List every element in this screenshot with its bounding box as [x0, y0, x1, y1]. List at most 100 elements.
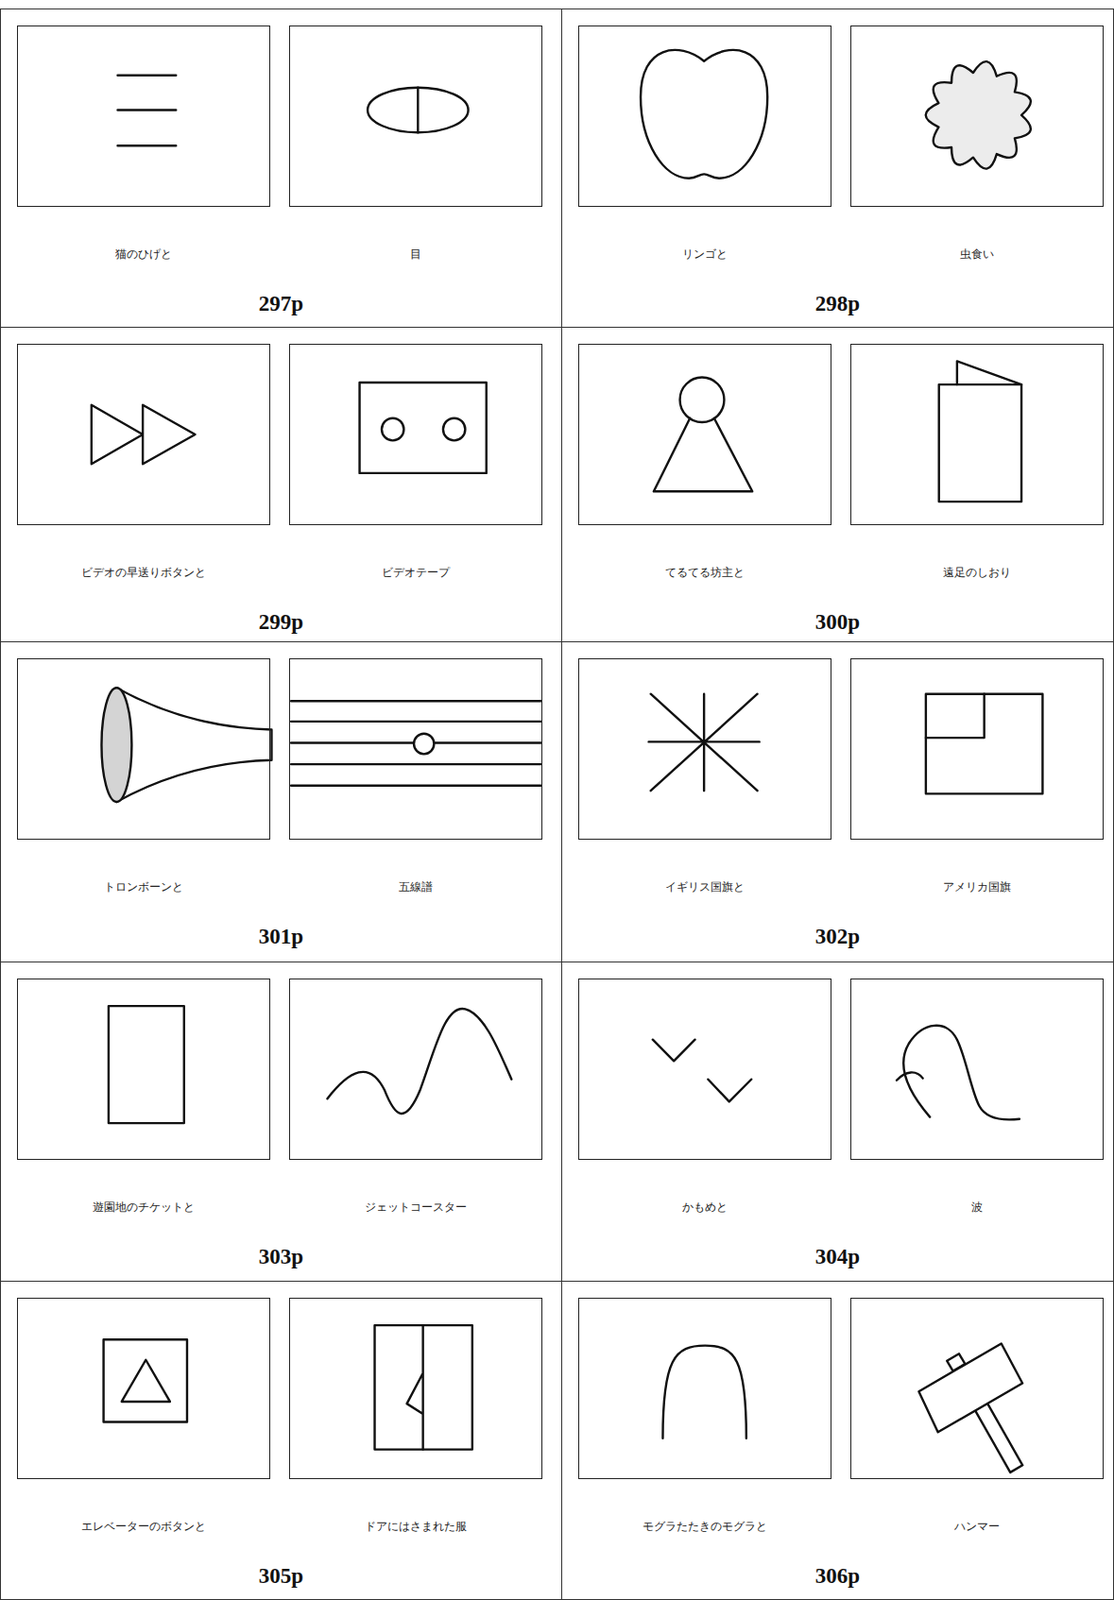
- videotape-picture: [359, 382, 487, 474]
- picture-stroke: [367, 87, 469, 133]
- picture-frame: 遊園地のチケットと: [17, 978, 271, 1161]
- page-number: 301p: [0, 924, 562, 951]
- page-number: 305p: [0, 1563, 562, 1591]
- wormhole-picture: [925, 61, 1031, 170]
- page-number: 302p: [562, 924, 1114, 951]
- picture-stroke: [652, 1040, 752, 1103]
- picture-stroke: [116, 687, 272, 803]
- page-cell: 304pかもめと波: [561, 961, 1114, 1283]
- picture-frame: 猫のひげと: [17, 25, 271, 207]
- picture-stroke: [103, 1339, 188, 1423]
- picture-frame: 遠足のしおり: [850, 343, 1104, 526]
- picture-caption: ドアにはさまれた服: [364, 1519, 467, 1535]
- picture-stroke: [957, 360, 1022, 385]
- picture-stroke: [653, 418, 753, 493]
- picture-stroke: [896, 1072, 924, 1080]
- page-cell: 298pリンゴと虫食い: [561, 8, 1114, 328]
- picture-frame: かもめと: [578, 978, 832, 1161]
- picture-stroke: [925, 694, 985, 738]
- picture-stroke: [416, 87, 419, 133]
- picture-caption: ビデオの早送りボタンと: [81, 565, 206, 581]
- door-picture: [375, 1325, 473, 1451]
- page-cell: 306pモグラたたきのモグラとハンマー: [561, 1281, 1114, 1600]
- roller-coaster-picture: [326, 1009, 512, 1114]
- picture-frame: ビデオの早送りボタンと: [17, 343, 271, 526]
- picture-stroke: [381, 418, 404, 442]
- picture-stroke: [108, 1006, 185, 1124]
- picture-caption: かもめと: [682, 1199, 728, 1216]
- picture-stroke: [413, 734, 434, 755]
- picture-caption: トロンボーンと: [103, 879, 184, 895]
- booklet-picture: [939, 360, 1022, 502]
- picture-frame: てるてる坊主と: [578, 343, 832, 526]
- page-number: 299p: [0, 609, 562, 636]
- picture-frame: ジェットコースター: [289, 978, 543, 1161]
- page-number: 297p: [0, 291, 562, 318]
- picture-stroke: [121, 1360, 171, 1403]
- picture-frame: ドアにはさまれた服: [289, 1298, 543, 1480]
- hammer-picture: [918, 1344, 1023, 1474]
- picture-frame: 虫食い: [850, 25, 1104, 207]
- page-cell: 305p エレベーターのボタンと ドアにはさまれた服: [0, 1281, 563, 1600]
- picture-frame: ハンマー: [850, 1298, 1104, 1480]
- picture-caption: ジェットコースター: [364, 1199, 467, 1216]
- wave-picture: [896, 1026, 1020, 1121]
- page-cell: 300pてるてる坊主と遠足のしおり: [561, 326, 1114, 643]
- picture-caption: 目: [410, 246, 422, 262]
- picture-stroke: [326, 1009, 512, 1114]
- picture-stroke: [939, 384, 1022, 502]
- picture-caption: 遊園地のチケットと: [92, 1199, 195, 1216]
- picture-caption: リンゴと: [682, 246, 728, 262]
- teru-teru-bozu-picture: [653, 377, 753, 493]
- picture-frame: トロンボーンと: [17, 658, 271, 840]
- picture-stroke: [91, 405, 196, 465]
- picture-stroke: [291, 701, 541, 786]
- picture-frame: 波: [850, 978, 1104, 1161]
- eye-picture: [367, 87, 469, 133]
- picture-caption: 虫食い: [959, 246, 995, 262]
- picture-stroke: [903, 1026, 1020, 1121]
- picture-stroke: [118, 75, 177, 146]
- union-flag-picture: [649, 694, 760, 791]
- picture-frame: リンゴと: [578, 25, 832, 207]
- picture-caption: ハンマー: [954, 1519, 1000, 1535]
- picture-caption: イギリス国旗と: [665, 879, 745, 895]
- page-number: 303p: [0, 1244, 562, 1271]
- staff-picture: [291, 701, 541, 786]
- picture-caption: 猫のひげと: [115, 246, 172, 262]
- picture-stroke: [918, 1344, 1023, 1434]
- picture-caption: 遠足のしおり: [942, 565, 1012, 581]
- page-cell: 303p遊園地のチケットとジェットコースター: [0, 961, 563, 1283]
- picture-caption: アメリカ国旗: [942, 879, 1012, 895]
- elevator-button-picture: [103, 1339, 188, 1423]
- picture-stroke: [359, 382, 487, 474]
- mole-picture: [662, 1346, 746, 1440]
- picture-frame: 五線譜: [289, 658, 543, 840]
- picture-stroke: [407, 1325, 424, 1451]
- picture-stroke: [649, 694, 760, 791]
- ticket-picture: [108, 1006, 185, 1124]
- picture-frame: アメリカ国旗: [850, 658, 1104, 840]
- picture-stroke: [925, 61, 1031, 170]
- picture-stroke: [375, 1325, 473, 1451]
- picture-frame: 目: [289, 25, 543, 207]
- picture-caption: ビデオテープ: [381, 565, 450, 581]
- picture-stroke: [975, 1404, 1023, 1474]
- picture-stroke: [640, 50, 768, 179]
- picture-stroke: [101, 687, 132, 803]
- page-cell: 299pビデオの早送りボタンとビデオテープ: [0, 326, 563, 643]
- whiskers-picture: [118, 75, 177, 146]
- picture-frame: イギリス国旗と: [578, 658, 832, 840]
- picture-frame: モグラたたきのモグラと: [578, 1298, 832, 1480]
- page-number: 298p: [562, 291, 1114, 318]
- picture-stroke: [443, 418, 465, 442]
- picture-caption: エレベーターのボタンと: [81, 1519, 206, 1535]
- apple-picture: [640, 50, 768, 179]
- picture-caption: 波: [971, 1199, 983, 1216]
- page-number: 300p: [562, 609, 1114, 636]
- picture-caption: 五線譜: [398, 879, 433, 895]
- page-number: 306p: [562, 1563, 1114, 1591]
- fast-forward-picture: [91, 405, 196, 465]
- trombone-picture: [101, 687, 272, 803]
